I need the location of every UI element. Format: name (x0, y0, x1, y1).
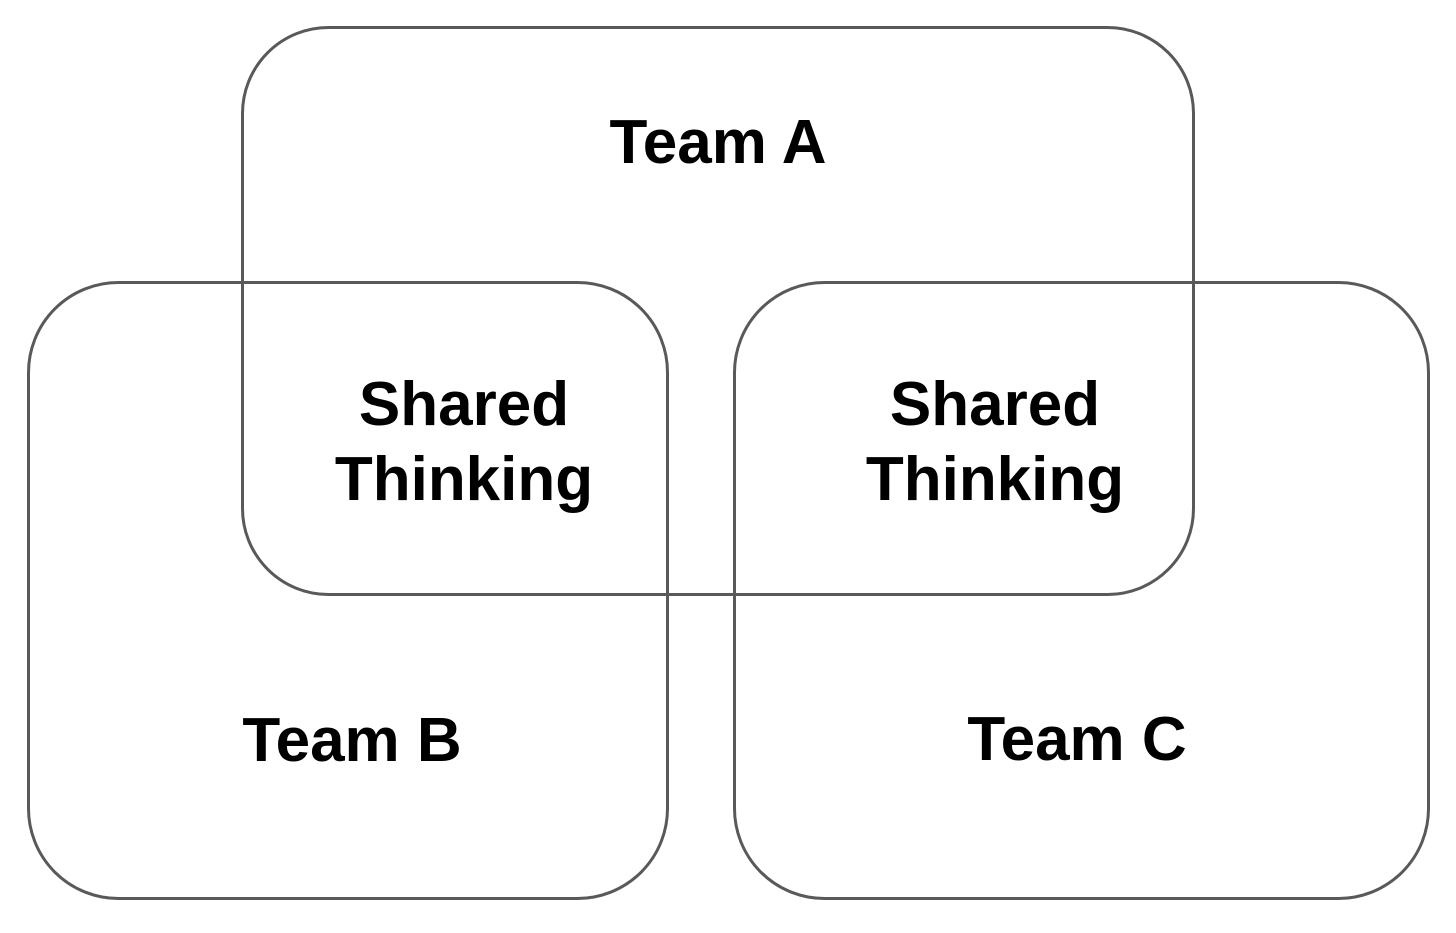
team-b-label: Team B (242, 706, 462, 775)
team-a-team-c-overlap-label: Shared Thinking (865, 370, 1125, 514)
team-b-box (27, 281, 669, 900)
team-c-label: Team C (967, 705, 1187, 774)
team-a-label: Team A (609, 108, 827, 177)
team-a-box (241, 26, 1195, 596)
team-a-team-b-overlap-label: Shared Thinking (334, 370, 594, 514)
team-c-box (733, 281, 1430, 900)
